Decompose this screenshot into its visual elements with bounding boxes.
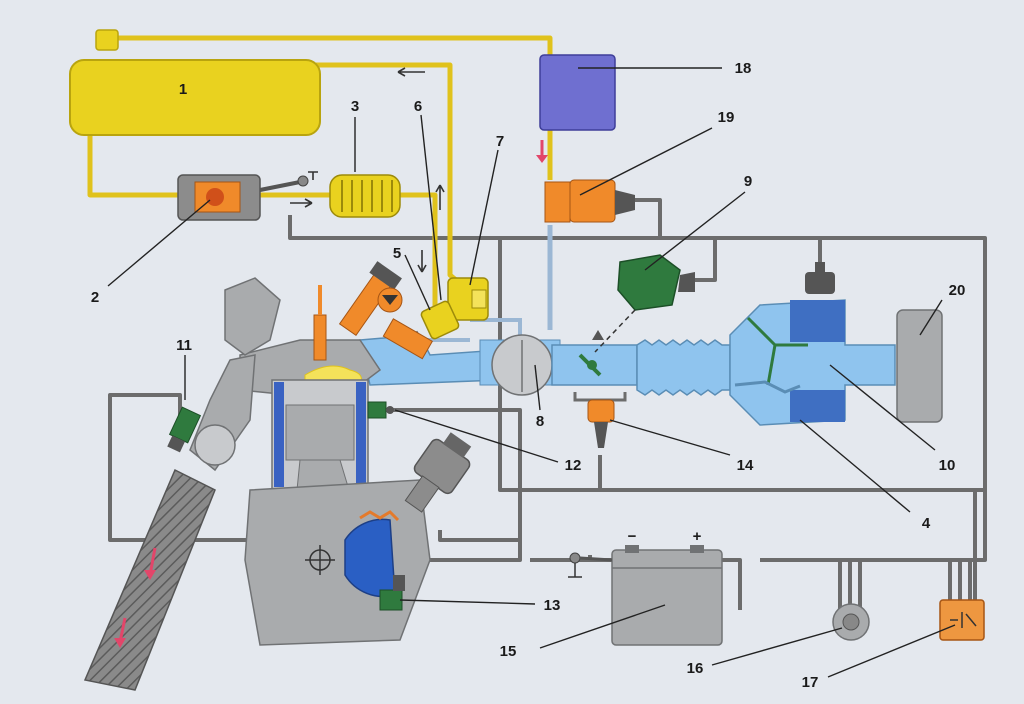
ignition-switch	[832, 603, 870, 641]
fuel-filter	[329, 174, 401, 218]
fuel-tank	[69, 29, 321, 136]
throttle-switch	[594, 254, 695, 353]
battery: − +	[568, 528, 723, 646]
label-2: 2	[91, 289, 99, 306]
label-4: 4	[922, 515, 931, 532]
label-17: 17	[802, 674, 819, 691]
label-13: 13	[544, 597, 561, 614]
label-14: 14	[737, 457, 754, 474]
label-3: 3	[351, 98, 359, 115]
label-9: 9	[744, 173, 752, 190]
label-12: 12	[565, 457, 582, 474]
label-1: 1	[179, 81, 187, 98]
relay-unit	[939, 599, 985, 641]
label-11: 11	[176, 337, 192, 354]
pressure-regulator	[447, 277, 489, 321]
label-20: 20	[949, 282, 966, 299]
air-temperature-sensor	[573, 392, 627, 448]
throttle-body	[479, 334, 561, 396]
leader-lines	[107, 67, 956, 678]
label-15: 15	[500, 643, 517, 660]
label-19: 19	[718, 109, 735, 126]
part-labels: 1 2 3 4 5 6 7 8 9 10 11 12 13 14 15 16 1…	[91, 60, 966, 691]
label-10: 10	[939, 457, 956, 474]
intake-duct	[551, 299, 896, 426]
fuel-pump	[177, 171, 318, 221]
speed-sensor	[379, 575, 405, 611]
label-6: 6	[414, 98, 422, 115]
lambda-sensor	[167, 406, 202, 453]
label-7: 7	[496, 133, 504, 150]
idle-actuator	[544, 179, 635, 223]
battery-minus-label: −	[628, 528, 637, 545]
control-unit	[539, 54, 616, 131]
label-5: 5	[393, 245, 401, 262]
label-16: 16	[687, 660, 704, 677]
label-18: 18	[735, 60, 752, 77]
battery-plus-label: +	[693, 528, 702, 545]
coolant-temperature-sensor	[367, 401, 394, 419]
exhaust-system	[83, 277, 281, 691]
airflow-meter-connector	[805, 262, 835, 294]
label-8: 8	[536, 413, 544, 430]
air-filter	[896, 309, 943, 423]
